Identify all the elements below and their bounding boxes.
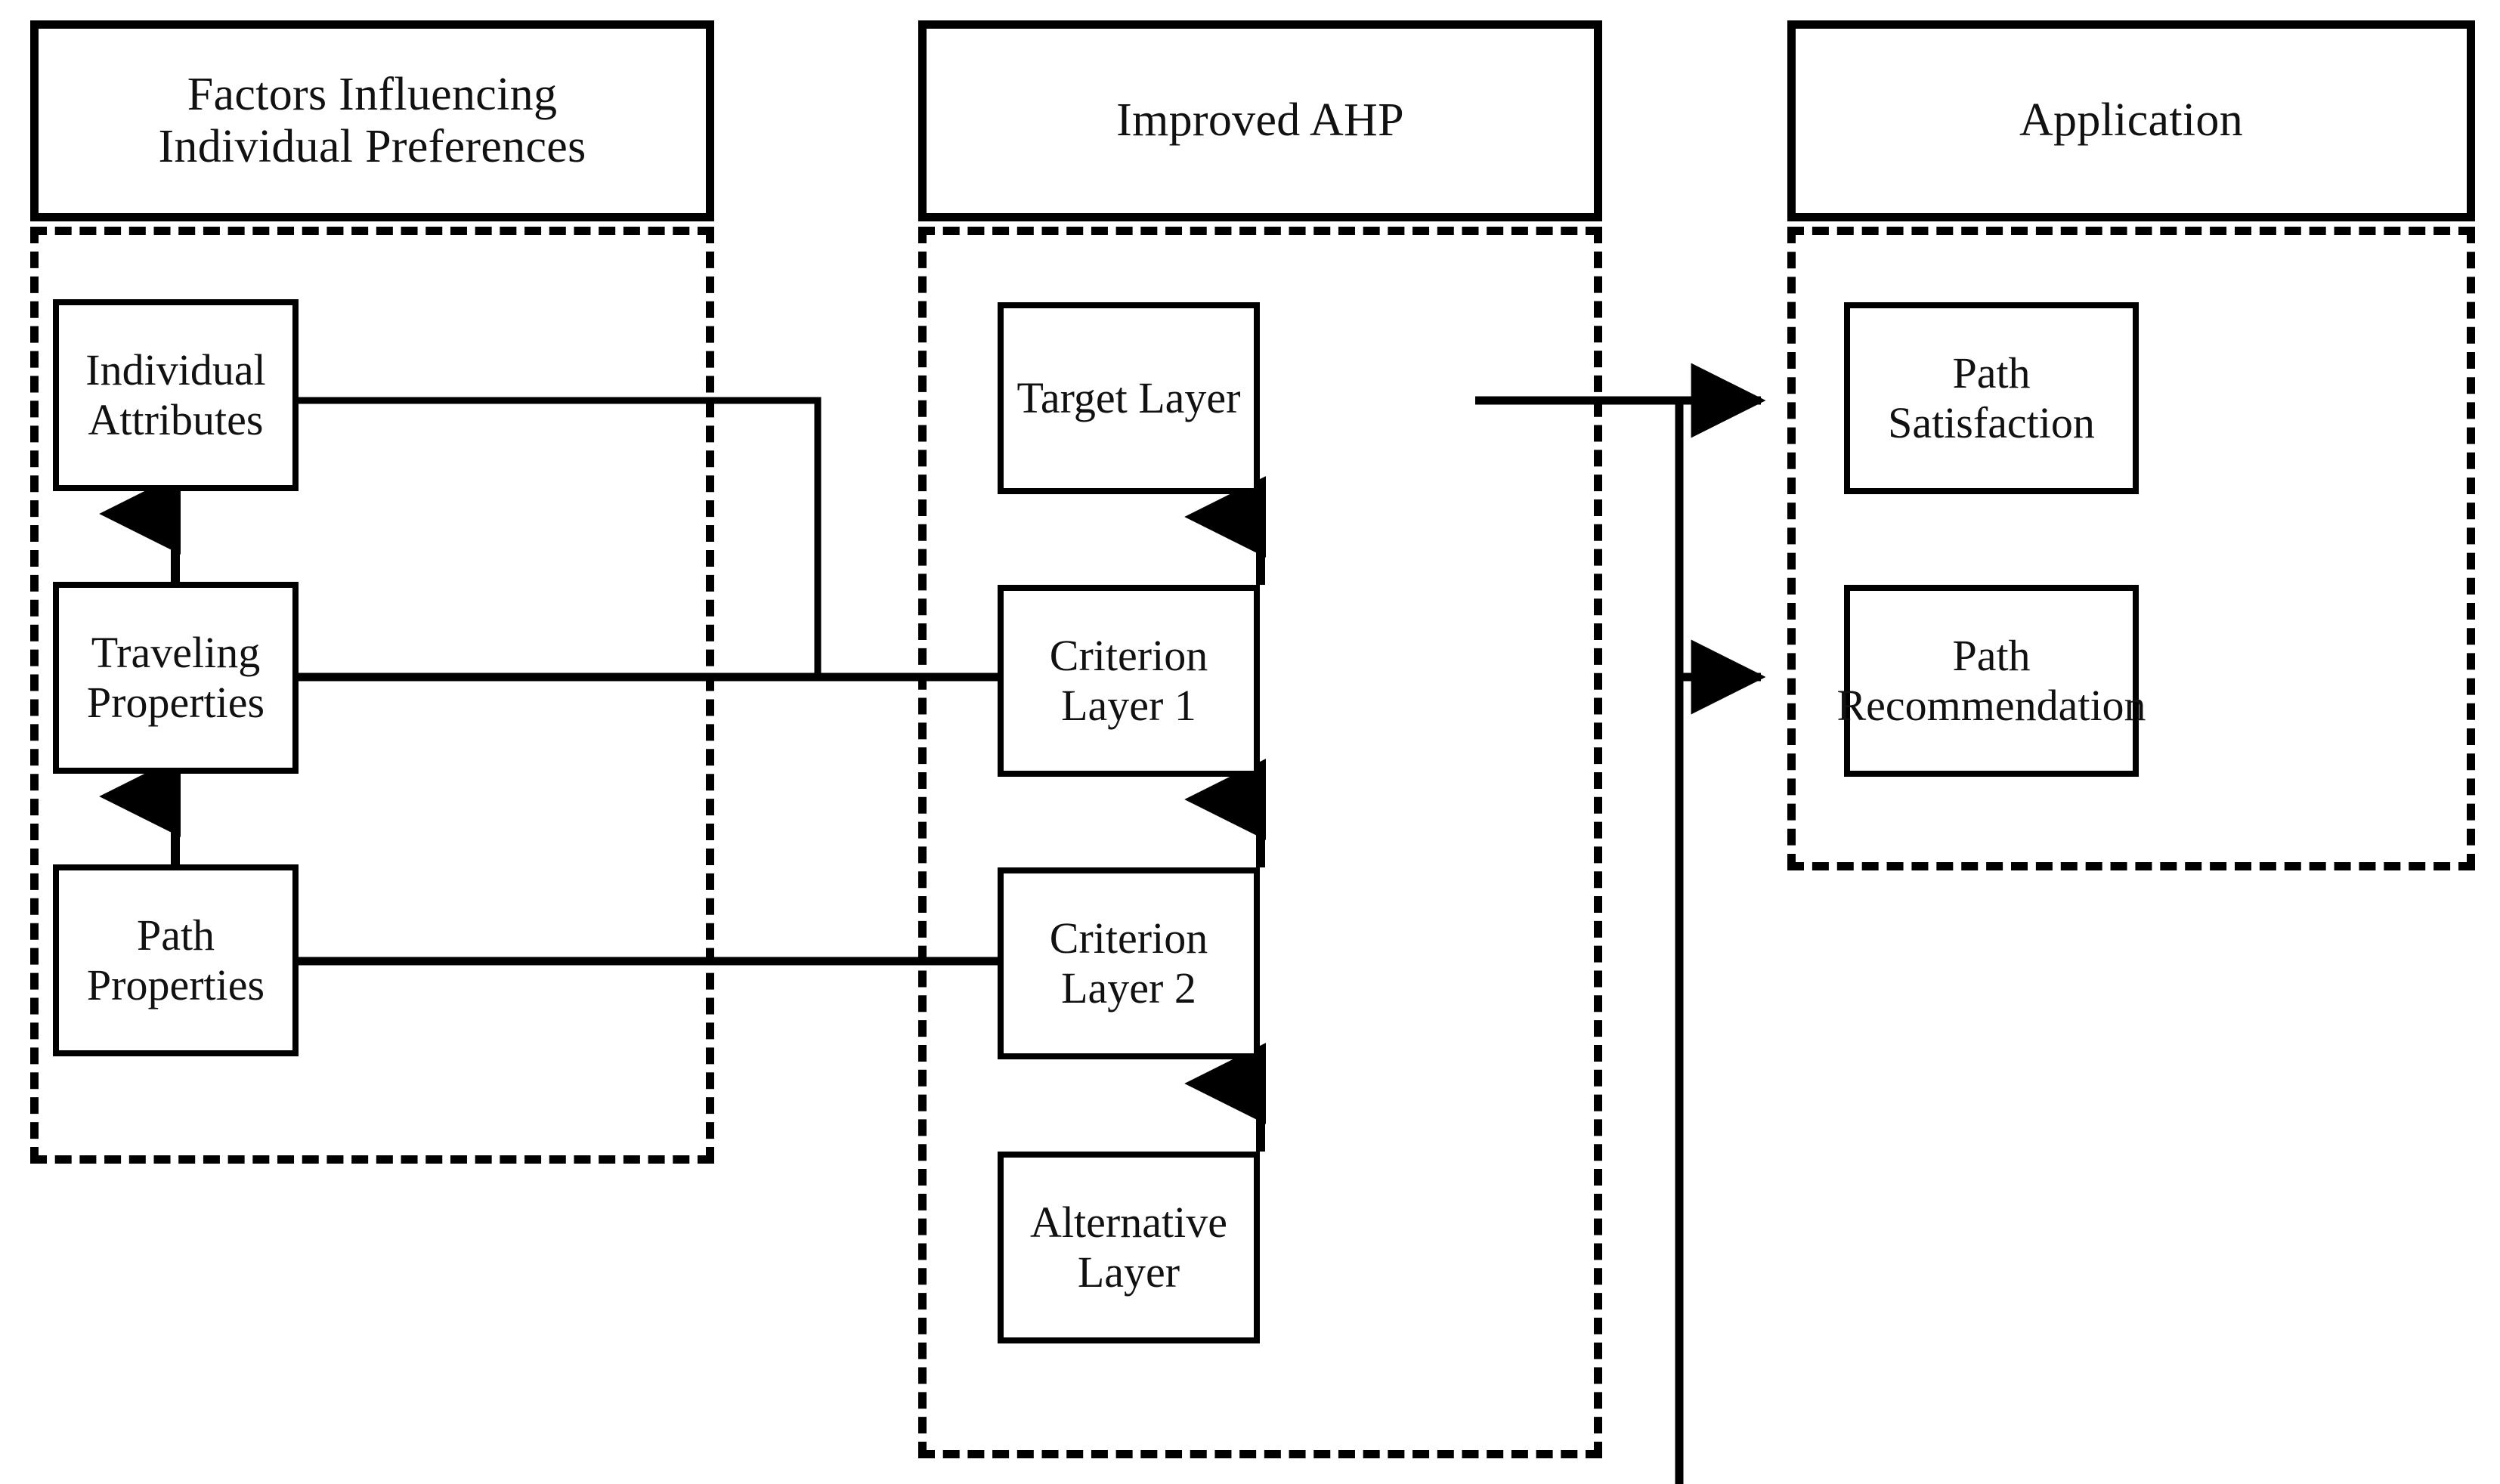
node-alternative-layer[interactable]: Alternative Layer xyxy=(998,1152,1260,1343)
node-individual-attributes[interactable]: Individual Attributes xyxy=(53,299,299,491)
node-criterion-layer-2[interactable]: Criterion Layer 2 xyxy=(998,867,1260,1059)
node-path-recommendation[interactable]: Path Recommendation xyxy=(1836,585,2146,777)
node-path-satisfaction-label: Path Satisfaction xyxy=(1888,348,2095,447)
node-criterion-layer-1[interactable]: Criterion Layer 1 xyxy=(998,585,1260,777)
node-traveling-properties-label: Traveling Properties xyxy=(86,627,265,727)
group-container-improved-ahp xyxy=(918,227,1602,1458)
node-criterion-layer-1-label: Criterion Layer 1 xyxy=(1049,630,1208,730)
node-path-satisfaction[interactable]: Path Satisfaction xyxy=(1844,302,2139,494)
group-header-improved-ahp-label: Improved AHP xyxy=(1116,94,1404,147)
node-path-recommendation-label: Path Recommendation xyxy=(1836,630,2146,730)
group-header-application-label: Application xyxy=(2019,94,2243,147)
node-target-layer[interactable]: Target Layer xyxy=(998,302,1260,494)
edge-individual-to-criterion1 xyxy=(299,397,821,677)
node-target-layer-label: Target Layer xyxy=(1016,373,1241,422)
group-header-improved-ahp: Improved AHP xyxy=(918,20,1602,221)
node-alternative-layer-label: Alternative Layer xyxy=(1030,1197,1227,1297)
group-header-application: Application xyxy=(1787,20,2475,221)
node-path-properties-label: Path Properties xyxy=(86,910,265,1009)
group-container-application xyxy=(1787,227,2475,870)
group-header-factors: Factors Influencing Individual Preferenc… xyxy=(30,20,714,221)
group-header-factors-label: Factors Influencing Individual Preferenc… xyxy=(158,68,586,172)
node-criterion-layer-2-label: Criterion Layer 2 xyxy=(1049,913,1208,1013)
node-traveling-properties[interactable]: Traveling Properties xyxy=(53,582,299,774)
node-individual-attributes-label: Individual Attributes xyxy=(85,345,266,444)
group-container-factors xyxy=(30,227,714,1164)
node-path-properties[interactable]: Path Properties xyxy=(53,864,299,1056)
